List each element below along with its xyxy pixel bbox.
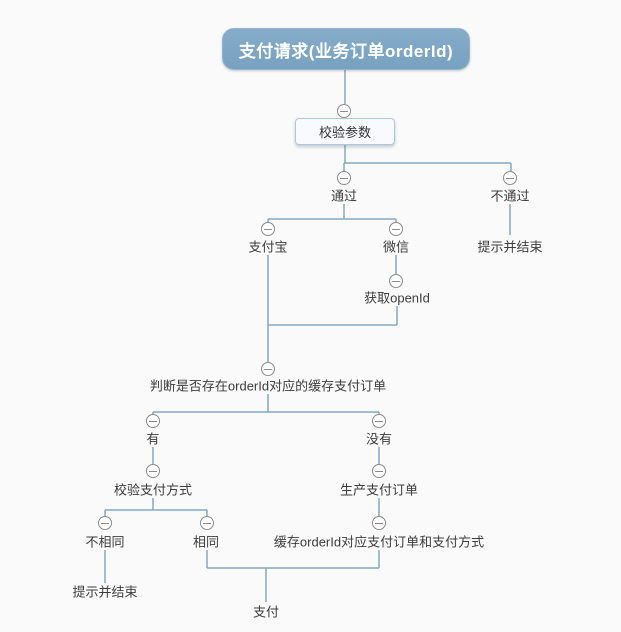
minus-glyph bbox=[375, 522, 383, 524]
collapse-icon-alipay[interactable] bbox=[261, 222, 275, 236]
minus-glyph bbox=[149, 420, 157, 422]
node-none[interactable]: 没有 bbox=[365, 431, 393, 447]
minus-glyph bbox=[392, 280, 400, 282]
collapse-icon-validate[interactable] bbox=[337, 104, 351, 118]
minus-glyph bbox=[149, 470, 157, 472]
edge-validate-branch bbox=[343, 145, 512, 171]
edge-converge-to-judge bbox=[267, 324, 397, 362]
node-judge-cached-order[interactable]: 判断是否存在orderId对应的缓存支付订单 bbox=[149, 378, 387, 394]
collapse-icon-same[interactable] bbox=[200, 516, 214, 530]
edge-pass-branch bbox=[267, 204, 397, 222]
node-fail-end[interactable]: 提示并结束 bbox=[477, 239, 543, 255]
minus-glyph bbox=[264, 228, 272, 230]
edge-verify-branch bbox=[104, 498, 208, 516]
minus-glyph bbox=[340, 110, 348, 112]
node-fail[interactable]: 不通过 bbox=[490, 188, 530, 204]
minus-glyph bbox=[506, 177, 514, 179]
node-create-order[interactable]: 生产支付订单 bbox=[339, 482, 419, 498]
collapse-icon-openid[interactable] bbox=[389, 274, 403, 288]
collapse-icon-pass[interactable] bbox=[337, 171, 351, 185]
collapse-icon-not-same[interactable] bbox=[98, 516, 112, 530]
collapse-icon-fail[interactable] bbox=[503, 171, 517, 185]
minus-glyph bbox=[203, 522, 211, 524]
collapse-icon-wechat[interactable] bbox=[389, 222, 403, 236]
node-get-openid[interactable]: 获取openId bbox=[364, 290, 430, 306]
edge-converge-to-pay bbox=[206, 550, 380, 602]
node-pass[interactable]: 通过 bbox=[330, 188, 358, 204]
node-notsame-end[interactable]: 提示并结束 bbox=[72, 584, 138, 600]
minus-glyph bbox=[375, 420, 383, 422]
collapse-icon-judge[interactable] bbox=[261, 362, 275, 376]
node-has[interactable]: 有 bbox=[146, 431, 160, 447]
minus-glyph bbox=[392, 228, 400, 230]
collapse-icon-verify-method[interactable] bbox=[146, 464, 160, 478]
node-not-same[interactable]: 不相同 bbox=[85, 534, 125, 550]
node-validate-params[interactable]: 校验参数 bbox=[295, 118, 395, 145]
node-wechat[interactable]: 微信 bbox=[382, 239, 410, 255]
minus-glyph bbox=[375, 470, 383, 472]
collapse-icon-has[interactable] bbox=[146, 414, 160, 428]
node-cache-order[interactable]: 缓存orderId对应支付订单和支付方式 bbox=[273, 534, 485, 550]
node-verify-method[interactable]: 校验支付方式 bbox=[113, 482, 193, 498]
node-pay[interactable]: 支付 bbox=[252, 604, 280, 620]
node-same[interactable]: 相同 bbox=[192, 534, 220, 550]
minus-glyph bbox=[101, 522, 109, 524]
minus-glyph bbox=[340, 177, 348, 179]
node-alipay[interactable]: 支付宝 bbox=[248, 239, 288, 255]
collapse-icon-create-order[interactable] bbox=[372, 464, 386, 478]
edge-judge-branch bbox=[152, 394, 380, 414]
collapse-icon-none[interactable] bbox=[372, 414, 386, 428]
node-payment-request[interactable]: 支付请求(业务订单orderId) bbox=[222, 28, 470, 70]
minus-glyph bbox=[264, 368, 272, 370]
collapse-icon-cache[interactable] bbox=[372, 516, 386, 530]
